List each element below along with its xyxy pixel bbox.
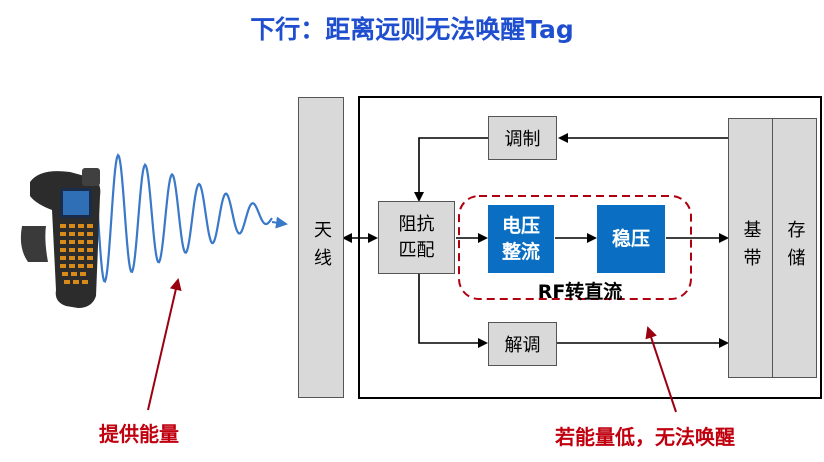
regulator-block: 稳压 <box>597 205 665 273</box>
storage-block: 存储 <box>772 118 817 378</box>
rectifier-label: 电压 整流 <box>501 215 540 263</box>
modulation-label: 调制 <box>504 129 541 150</box>
match-to-demod-arrow <box>418 274 488 348</box>
modulation-block: 调制 <box>488 116 557 160</box>
baseband-block: 基带 <box>728 118 773 378</box>
rf-wave <box>96 153 273 283</box>
tag-frame <box>358 96 822 399</box>
antenna-label: 天线 <box>311 219 332 276</box>
storage-label: 存储 <box>784 220 806 276</box>
rfid-reader-image <box>20 168 101 308</box>
regulator-label: 稳压 <box>611 228 650 250</box>
impedance-match-block: 阻抗 匹配 <box>378 201 455 274</box>
rf-dc-label: RF转直流 <box>537 281 623 303</box>
rectifier-block: 电压 整流 <box>488 205 554 273</box>
impedance-match-label: 阻抗 匹配 <box>398 213 435 261</box>
page-title: 下行：距离远则无法唤醒Tag <box>250 15 574 44</box>
low-energy-pointer <box>645 326 677 413</box>
baseband-label: 基带 <box>740 220 762 276</box>
supply-energy-caption: 提供能量 <box>99 422 179 446</box>
low-energy-caption: 若能量低，无法唤醒 <box>555 425 735 449</box>
supply-energy-pointer <box>147 278 182 411</box>
rf-dc-region <box>458 195 692 300</box>
demodulation-block: 解调 <box>488 322 557 366</box>
rf-wave-arrow <box>271 216 288 229</box>
antenna-block: 天线 <box>298 97 344 398</box>
demodulation-label: 解调 <box>504 335 541 356</box>
mod-to-match-arrow <box>414 137 488 202</box>
